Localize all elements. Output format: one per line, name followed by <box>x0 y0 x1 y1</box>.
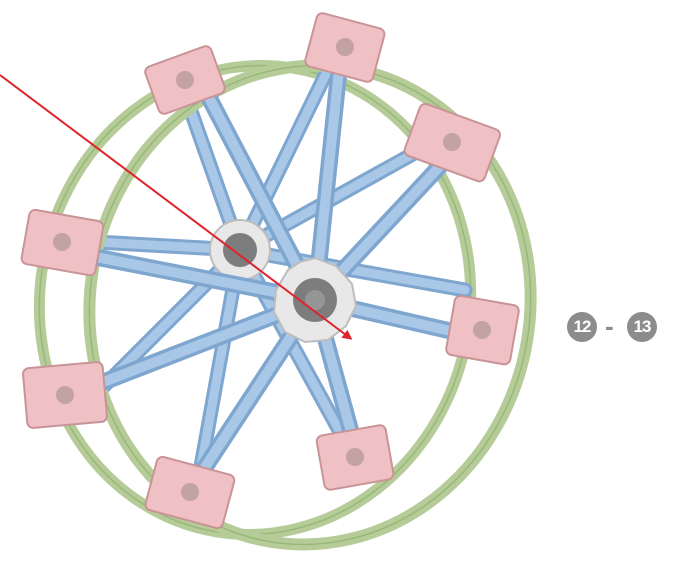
insertion-arrow <box>0 74 353 340</box>
corner-brackets <box>20 12 520 530</box>
step-number-badge-start: 12 <box>567 312 597 342</box>
bracket-detail <box>53 38 491 501</box>
step-range-separator: - <box>605 311 614 341</box>
step-number-badge-end: 13 <box>627 312 657 342</box>
front-hub <box>272 256 358 344</box>
